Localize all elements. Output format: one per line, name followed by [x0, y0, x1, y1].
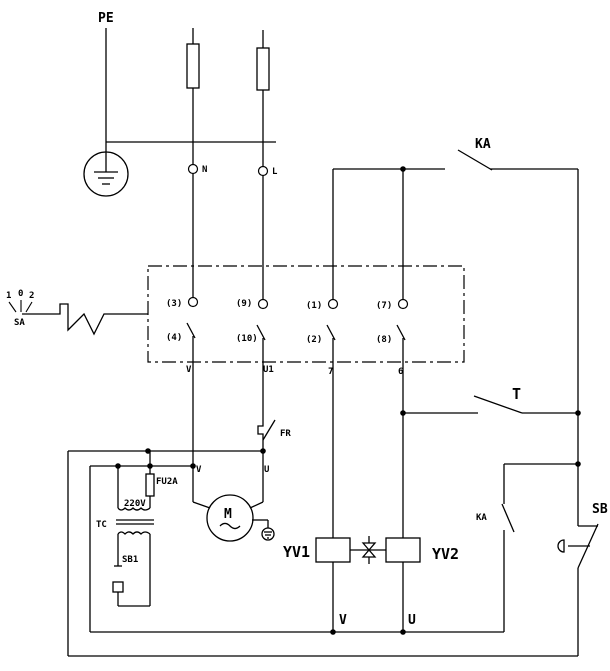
contact-label-9: (9)	[236, 299, 252, 309]
sb1-pushbutton	[112, 552, 150, 607]
solenoid-valves: YV1 YV2 V U	[283, 536, 459, 635]
junction-t	[400, 410, 406, 416]
sb-label: SB	[592, 502, 608, 517]
contact-column-7	[326, 169, 339, 538]
terminal-n	[187, 163, 199, 175]
contact-column-6	[396, 169, 409, 538]
contact-column-l	[256, 176, 269, 420]
ka-top-contact	[457, 149, 493, 171]
sa-actuator-link	[22, 303, 148, 336]
valve-icon	[361, 536, 377, 564]
output-label-v: V	[186, 365, 192, 375]
output-label-6: 6	[398, 367, 403, 377]
contact-label-3: (3)	[166, 299, 182, 309]
t-label: T	[512, 385, 521, 403]
yv2-label: YV2	[432, 545, 459, 563]
output-label-u1: U1	[263, 365, 274, 375]
tc-label: TC	[96, 520, 107, 530]
ka-bottom-contact	[501, 503, 515, 533]
fuse-l	[256, 30, 270, 166]
motor-u-label: U	[264, 465, 269, 475]
sa-pos-1: 1	[6, 291, 11, 301]
fr-label: FR	[280, 429, 291, 439]
fr-thermal-relay	[257, 419, 276, 451]
contact-label-4: (4)	[166, 333, 182, 343]
contact-column-n	[186, 174, 199, 462]
sa-label: SA	[14, 318, 25, 328]
contact-label-10: (10)	[236, 334, 258, 344]
fuse-n	[186, 28, 200, 164]
sa-contact-box	[147, 265, 465, 363]
junction-top	[400, 166, 406, 172]
output-label-7: 7	[328, 367, 333, 377]
selector-switch-sa: 1 0 2 SA	[6, 169, 465, 538]
ground-symbol	[83, 151, 129, 197]
fu-label: FU2A	[156, 477, 178, 487]
contact-label-1: (1)	[306, 301, 322, 311]
v220-label: 220V	[124, 499, 146, 509]
ka-top-label: KA	[475, 137, 491, 152]
motor-circuit: FR V U M F	[67, 419, 578, 657]
bottom-u-label: U	[408, 613, 416, 628]
motor-symbol: M	[206, 494, 254, 542]
motor-ground-icon	[261, 527, 275, 541]
contact-label-7: (7)	[376, 301, 392, 311]
contact-label-2: (2)	[306, 335, 322, 345]
motor-v-label: V	[196, 465, 202, 475]
n-label: N	[202, 165, 207, 175]
pe-label: PE	[98, 11, 114, 26]
yv1-label: YV1	[283, 543, 310, 561]
ka-bottom-label: KA	[476, 513, 487, 523]
sa-pos-2: 2	[29, 291, 34, 301]
yv2-coil	[385, 537, 421, 563]
contact-label-8: (8)	[376, 335, 392, 345]
t-contact	[473, 395, 523, 414]
motor-label: M	[224, 507, 232, 522]
fuse-fu2a	[145, 473, 155, 497]
sb-button-head	[557, 539, 565, 553]
l-label: L	[272, 167, 278, 177]
sb1-label: SB1	[122, 555, 138, 565]
transformer-tc	[116, 466, 154, 606]
power-supply: PE N L	[83, 11, 278, 197]
terminal-l	[257, 165, 269, 177]
control-loop: KA T KA SB	[333, 137, 608, 656]
bottom-v-label: V	[339, 613, 347, 628]
yv1-coil	[315, 537, 351, 563]
sa-pos-0: 0	[18, 289, 23, 299]
